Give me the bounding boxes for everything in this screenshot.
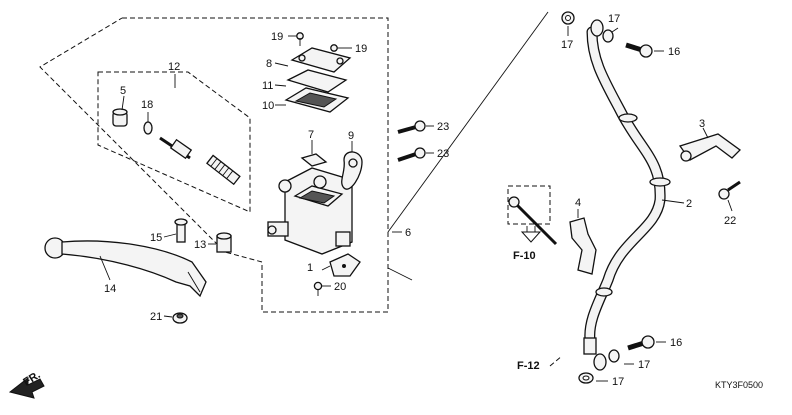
master-cylinder-body	[267, 167, 353, 255]
leader-hose-bottom	[387, 267, 413, 281]
diaphragm	[284, 87, 350, 113]
diaphragm-plate	[286, 69, 348, 93]
callout-10: 10	[262, 100, 274, 112]
hose-clamp-3	[678, 133, 741, 162]
switch-screw-20	[313, 281, 323, 296]
callout-18: 18	[141, 99, 153, 111]
callout-19a: 19	[271, 31, 283, 43]
stay-bolt	[508, 196, 558, 246]
front-direction-arrow	[8, 376, 45, 399]
callout-19b: 19	[355, 43, 367, 55]
reservoir-cap	[290, 47, 352, 73]
callout-23b: 23	[437, 148, 449, 160]
f10-ref-box	[507, 185, 551, 225]
clamp-bolt-22	[718, 180, 741, 200]
cap-screw-19b	[330, 44, 352, 52]
callout-16a: 16	[668, 46, 680, 58]
callout-23a: 23	[437, 121, 449, 133]
front-stop-switch-1	[329, 253, 361, 277]
brake-hose	[583, 26, 671, 355]
callout-12: 12	[168, 61, 180, 73]
callout-17a: 17	[561, 39, 573, 51]
callout-17d: 17	[612, 376, 624, 388]
callout-20: 20	[334, 281, 346, 293]
switch-clip-7	[300, 153, 328, 167]
holder-9	[341, 151, 363, 190]
callout-1: 1	[307, 262, 313, 274]
assembly-boundary	[39, 17, 389, 313]
cap-screw-19a	[288, 32, 304, 46]
leader-hose-top	[387, 11, 549, 233]
callout-leaders	[99, 26, 733, 382]
banjo-bottom	[578, 349, 620, 384]
callout-6: 6	[405, 227, 411, 239]
callout-15: 15	[150, 232, 162, 244]
f10-arrow	[520, 231, 542, 243]
callout-8: 8	[266, 58, 272, 70]
nut-21	[172, 312, 188, 324]
callout-9: 9	[348, 130, 354, 142]
callout-7: 7	[308, 129, 314, 141]
banjo-bolt-16b	[627, 335, 655, 351]
pivot-collar-13	[216, 232, 232, 253]
callout-21: 21	[150, 311, 162, 323]
callout-11: 11	[262, 80, 273, 92]
callout-17b: 17	[608, 13, 620, 25]
callout-14: 14	[104, 283, 116, 295]
diagram-code: KTY3F0500	[715, 380, 763, 390]
callout-4: 4	[575, 197, 581, 209]
hose-stay-4	[569, 217, 597, 275]
boot-5	[112, 108, 128, 127]
bolt-23b	[397, 147, 426, 162]
callout-3: 3	[699, 118, 705, 130]
callout-16b: 16	[670, 337, 682, 349]
callout-13: 13	[194, 239, 206, 251]
banjo-bolt-16a	[625, 42, 653, 58]
circlip-18	[143, 121, 153, 135]
callout-5: 5	[120, 85, 126, 97]
pivot-bolt-15	[174, 218, 188, 243]
ref-f10: F-10	[513, 250, 536, 262]
piston-kit-boundary	[97, 71, 251, 213]
callout-22: 22	[724, 215, 736, 227]
brake-lever	[44, 237, 207, 298]
f12-pointer	[549, 355, 563, 367]
bolt-23a	[397, 120, 426, 134]
callout-17c: 17	[638, 359, 650, 371]
ref-f12: F-12	[517, 360, 540, 372]
banjo-top	[561, 11, 614, 43]
piston-assembly	[159, 136, 241, 186]
callout-2: 2	[686, 198, 692, 210]
